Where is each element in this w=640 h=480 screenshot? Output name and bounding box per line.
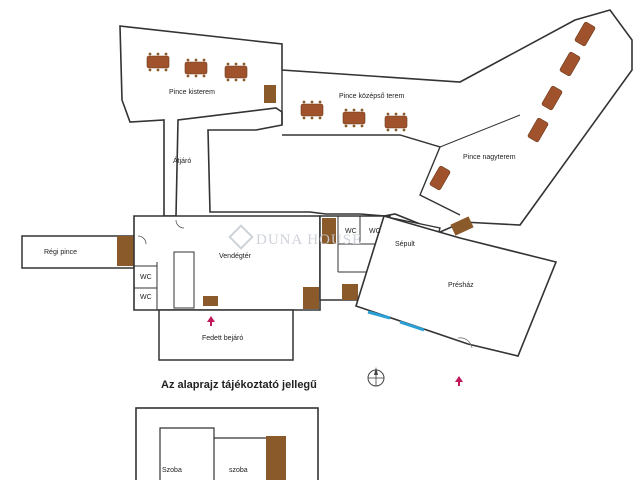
entry-arrow <box>207 316 463 386</box>
window <box>399 320 425 332</box>
window <box>367 310 391 320</box>
watermark: DUNA HOUSE <box>228 224 362 250</box>
fedett-bejaro-room <box>158 309 294 361</box>
label-regi-pince: Régi pince <box>44 249 77 256</box>
wall-line <box>439 114 521 148</box>
regi-pince-room <box>21 235 135 269</box>
stairs <box>266 436 286 480</box>
label-vendegter: Vendégtér <box>219 253 252 260</box>
disclaimer-text: Az alaprajz tájékoztató jellegű <box>161 379 317 391</box>
chair-dots <box>148 52 406 132</box>
stairs <box>117 236 134 266</box>
label-fedett-bejaro: Fedett bejáró <box>202 335 243 342</box>
label-wc-4: WC <box>369 228 381 235</box>
stairs <box>264 85 474 236</box>
upper-floor-outline <box>135 407 319 480</box>
label-wc-3: WC <box>345 228 357 235</box>
preshaz-room <box>355 215 558 357</box>
label-szoba-1: Szoba <box>162 467 182 474</box>
label-wc-1: WC <box>140 274 152 281</box>
label-pince-kisterem: Pince kisterem <box>169 89 215 96</box>
compass-icon <box>367 367 385 387</box>
label-wc-2: WC <box>140 294 152 301</box>
label-pince-nagyterem: Pince nagyterem <box>463 154 516 161</box>
counter <box>173 251 195 309</box>
label-sepult: Sépult <box>395 241 415 248</box>
cellar-outline <box>119 9 633 233</box>
stairs <box>342 284 358 300</box>
label-atjaro: Átjáró <box>173 156 191 165</box>
stairs <box>303 287 319 309</box>
table-group <box>146 21 596 191</box>
stairs <box>203 296 218 306</box>
vendegter-room <box>133 215 321 311</box>
label-preshaz: Présház <box>448 282 474 289</box>
label-szoba-2: szoba <box>229 467 248 474</box>
watermark-text: DUNA HOUSE <box>256 232 362 248</box>
label-pince-kozepso-terem: Pince középső terem <box>339 93 405 100</box>
stairs <box>322 218 336 244</box>
